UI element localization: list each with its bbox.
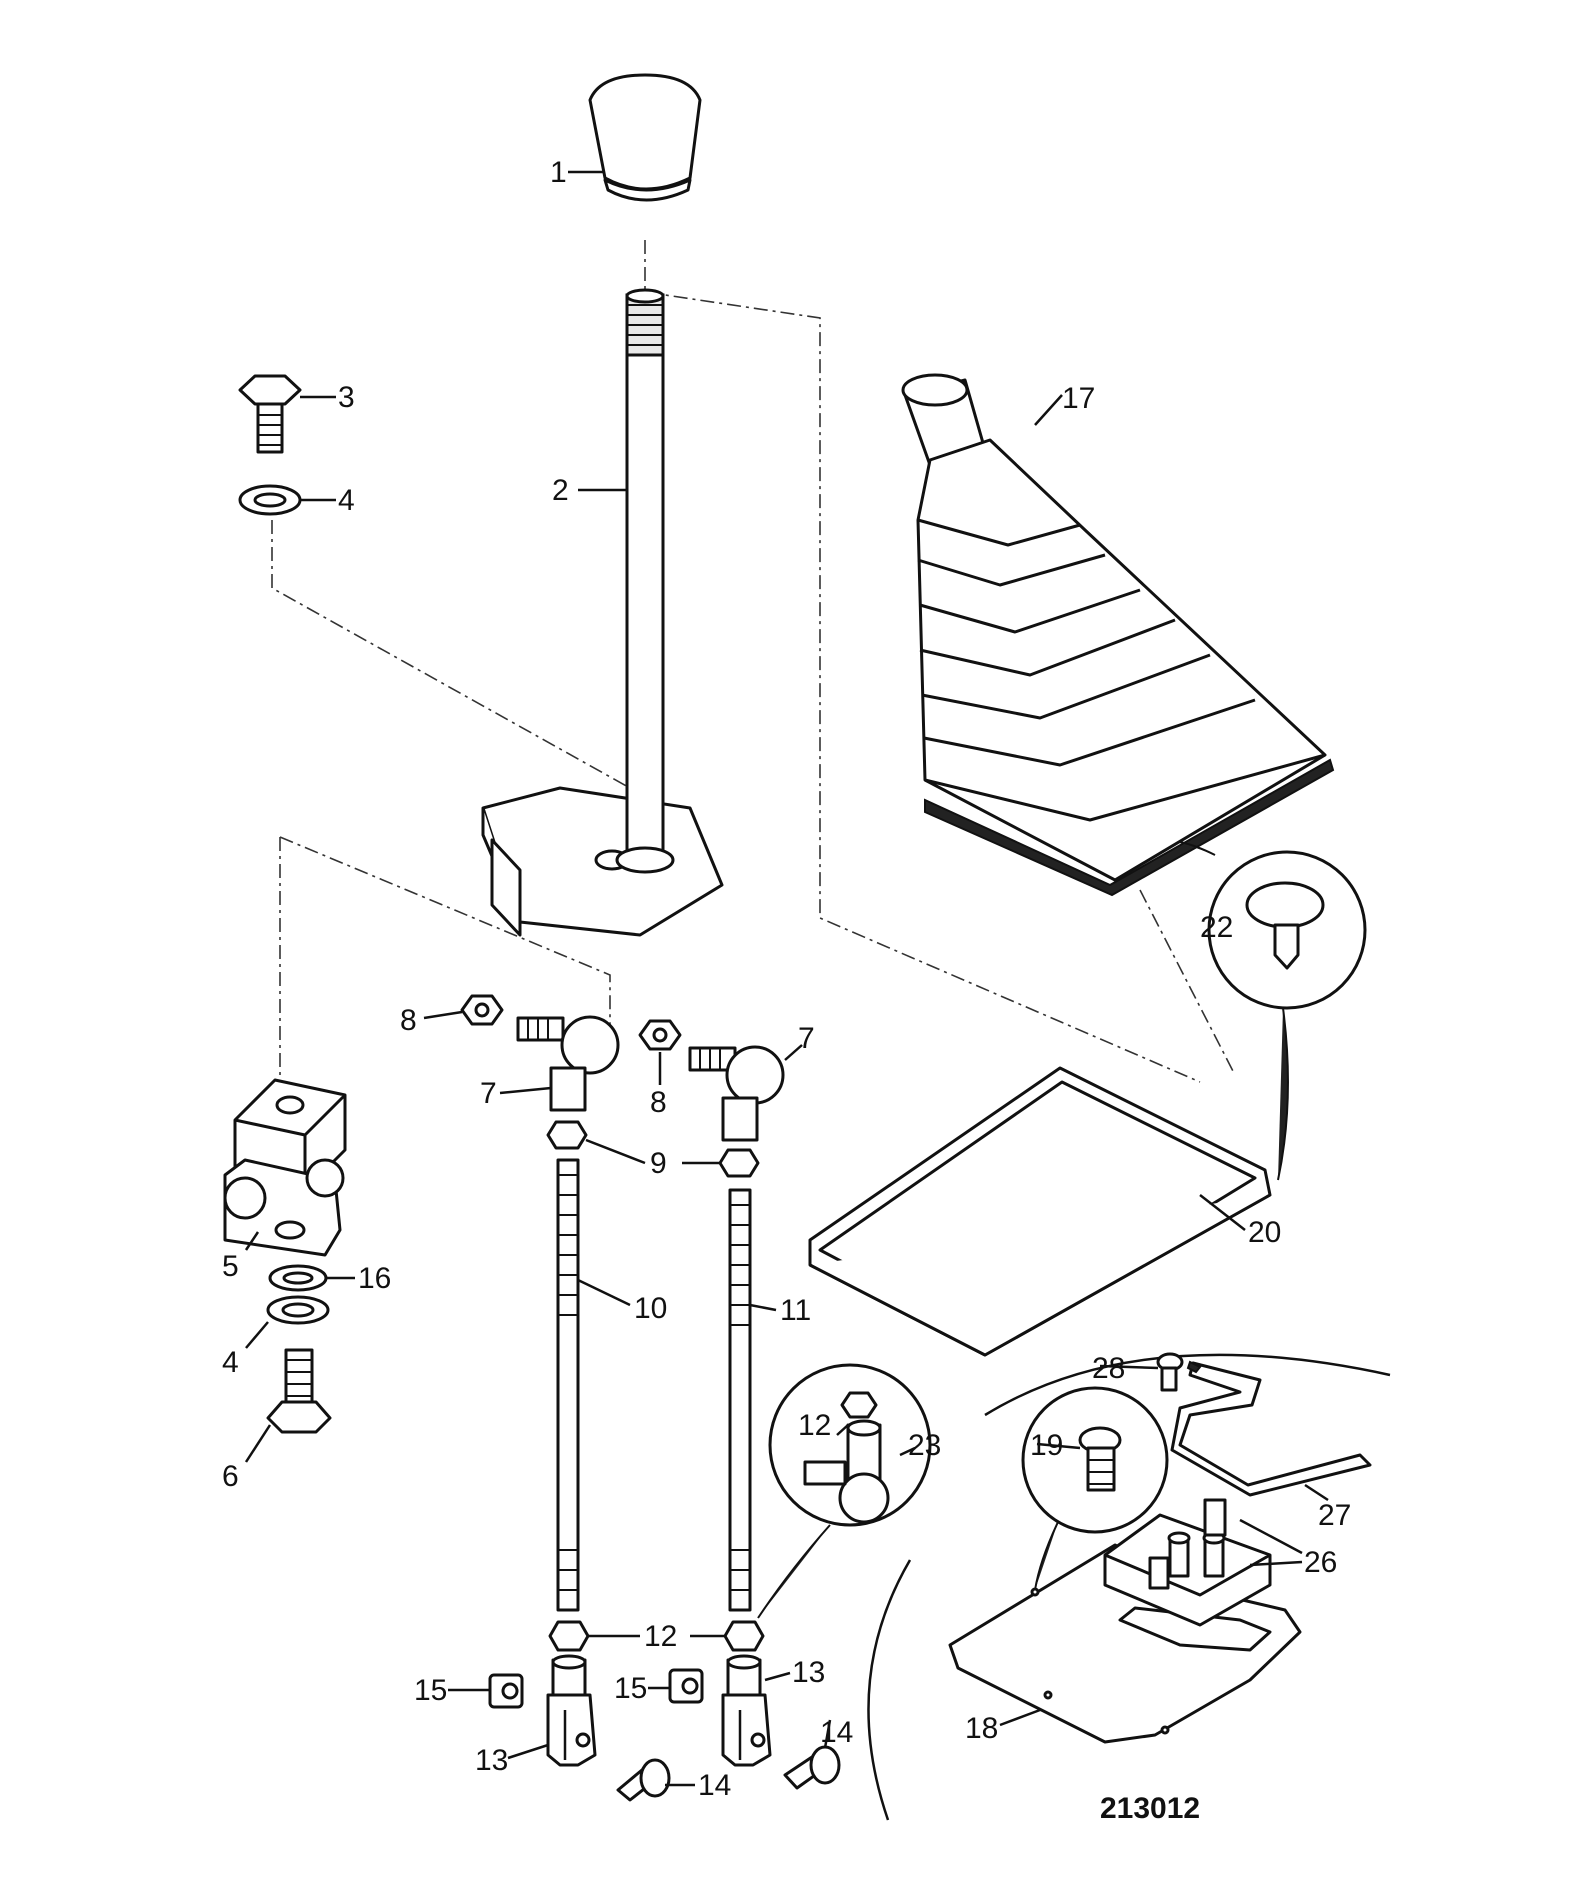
ball-joint-right (688, 1045, 785, 1142)
clevis-right (721, 1654, 772, 1767)
callout-18: 18 (965, 1712, 998, 1745)
callout-labels: 1 2 3 4 4 5 6 7 7 8 8 9 10 11 12 12 13 1… (222, 156, 1351, 1825)
detail-circle-ball-joint (757, 1363, 932, 1619)
callout-16: 16 (358, 1262, 391, 1295)
callout-13-right: 13 (792, 1656, 825, 1689)
callout-22: 22 (1200, 911, 1233, 944)
callout-5: 5 (222, 1250, 239, 1283)
clevis-pin-left (616, 1758, 671, 1802)
callout-28: 28 (1092, 1352, 1125, 1385)
callout-13-left: 13 (475, 1744, 508, 1777)
callout-8-left: 8 (400, 1004, 417, 1037)
callout-27: 27 (1318, 1499, 1351, 1532)
callout-26: 26 (1304, 1546, 1337, 1579)
callout-7-left: 7 (480, 1077, 497, 1110)
switch-panel-assembly (867, 1352, 1391, 1821)
nut-right (638, 1019, 682, 1051)
callout-20: 20 (1248, 1216, 1281, 1249)
washer-lower (266, 1295, 330, 1325)
rod-right (728, 1188, 752, 1612)
callout-4-lower: 4 (222, 1346, 239, 1379)
callout-12-detail: 12 (798, 1409, 831, 1442)
callout-8-right: 8 (650, 1086, 667, 1119)
rubber-gaiter (901, 373, 1335, 897)
nut-left (460, 994, 504, 1026)
callout-19: 19 (1030, 1429, 1063, 1462)
callout-11: 11 (780, 1294, 811, 1327)
jam-nut-left (548, 1620, 590, 1652)
clevis-pin-right (783, 1745, 841, 1790)
clevis-left (546, 1654, 597, 1767)
rod-left (556, 1158, 580, 1612)
knob (588, 73, 702, 202)
callout-3: 3 (338, 381, 355, 414)
callout-23: 23 (908, 1429, 941, 1462)
callout-15-right: 15 (614, 1672, 647, 1705)
callout-7-right: 7 (798, 1022, 815, 1055)
callout-12-lower: 12 (644, 1620, 677, 1653)
callout-15-left: 15 (414, 1674, 447, 1707)
washer-upper (238, 484, 302, 516)
lever-with-plate (481, 288, 724, 937)
callout-4-upper: 4 (338, 484, 355, 517)
callout-14-right: 14 (820, 1716, 853, 1749)
detail-circle-fastener (1179, 841, 1367, 1181)
callout-2: 2 (552, 474, 569, 507)
callout-leaders (244, 170, 1329, 1787)
bolt-upper (238, 374, 302, 454)
floor-plate-cover (808, 1066, 1272, 1357)
lock-nut-right (718, 1148, 760, 1178)
universal-joint (223, 1078, 347, 1257)
bolt-lower (266, 1348, 332, 1434)
callout-9: 9 (650, 1147, 667, 1180)
drawing-number: 213012 (1100, 1792, 1200, 1825)
callout-17: 17 (1062, 382, 1095, 415)
ball-joint-left (516, 1015, 620, 1112)
lock-nut-left (546, 1120, 588, 1150)
jam-nut-right (723, 1620, 765, 1652)
spring-clip-right (668, 1668, 704, 1704)
callout-1: 1 (550, 156, 567, 189)
spring-clip-left (488, 1673, 524, 1709)
spring-washer (268, 1264, 328, 1292)
callout-10: 10 (634, 1292, 667, 1325)
callout-6: 6 (222, 1460, 239, 1493)
callout-14-left: 14 (698, 1769, 731, 1802)
